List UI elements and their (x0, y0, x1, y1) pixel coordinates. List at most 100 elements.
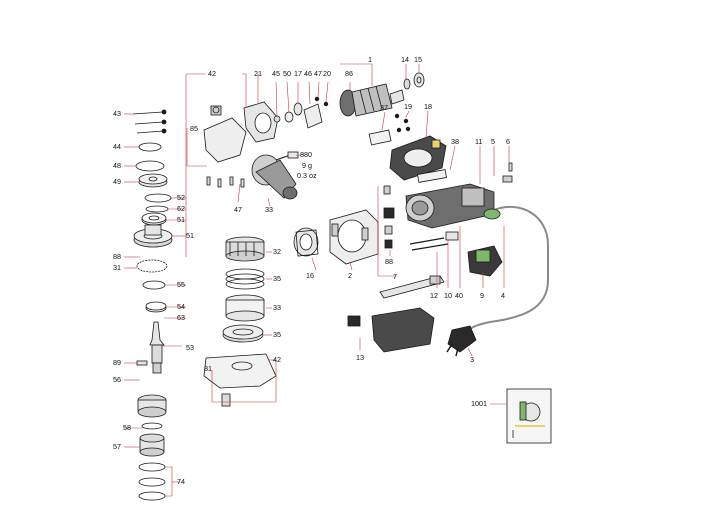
callout-43: 42 (208, 69, 216, 78)
armature-1 (339, 83, 405, 117)
bearing-flange-52 (133, 224, 173, 248)
callout-86: 88 (385, 257, 393, 266)
label-38 (417, 169, 447, 183)
callout-13: 13 (356, 353, 364, 362)
label-37 (368, 129, 392, 146)
callout-7: 7 (393, 272, 397, 281)
callout-48: 47 (314, 69, 322, 78)
flange-21 (243, 101, 279, 143)
callout-51: 50 (283, 69, 291, 78)
guard-42 (203, 353, 277, 407)
callout-60: 58 (123, 423, 131, 432)
flange-nut-51 (138, 173, 168, 188)
callout-30: 31 (113, 263, 121, 272)
callout-82: 85 (190, 124, 198, 133)
washers-74 (138, 462, 166, 501)
callout-81: 81 (204, 364, 212, 373)
callout-19: 19 (404, 102, 412, 111)
callout-40: 40 (455, 291, 463, 300)
callout-4: 4 (501, 291, 505, 300)
screws-19 (394, 113, 411, 133)
callout-18: 18 (424, 102, 432, 111)
callout-35: 35 (273, 330, 281, 339)
callout-55: 53 (186, 343, 194, 352)
callout-46: 45 (272, 69, 280, 78)
brushes-7-86 (383, 185, 395, 249)
weight-note-ounces: 0.3 oz (297, 171, 317, 180)
plug-3 (446, 325, 477, 357)
ring-62 (145, 205, 169, 213)
cable-4 (468, 205, 549, 335)
callout-63: 63 (177, 313, 185, 322)
callout-85: 86 (345, 69, 353, 78)
callout-11: 11 (475, 137, 483, 146)
leader-lines (124, 63, 510, 497)
brush-holder-18 (389, 135, 447, 181)
bearing-53 (141, 212, 167, 226)
bearings-14-15 (403, 72, 425, 90)
small-parts-46-51-17 (273, 96, 329, 129)
o-ring-45 (138, 142, 162, 152)
callout-20: 20 (323, 69, 331, 78)
callout-33: 33 (265, 205, 273, 214)
o-ring-50 (135, 160, 165, 172)
callout-5: 5 (491, 137, 495, 146)
callout-57: 55 (177, 280, 185, 289)
gear-housing-43 (203, 105, 247, 163)
callout-34: 35 (273, 274, 281, 283)
callout-50: 48 (113, 161, 121, 170)
field-coil-2 (329, 209, 379, 265)
needle-bearing-31 (225, 236, 265, 262)
wires-10-12 (409, 231, 459, 251)
housing-11 (405, 183, 495, 229)
callout-31: 32 (273, 247, 281, 256)
callout-74: 74 (177, 477, 185, 486)
handle-33 (251, 151, 299, 200)
callout-37: 37 (380, 103, 388, 112)
callout-53: 51 (177, 215, 185, 224)
callout-89: 89 (113, 358, 121, 367)
callout-21: 21 (254, 69, 262, 78)
callout-56: 54 (177, 302, 185, 311)
callout-49: 47 (234, 205, 242, 214)
bearing-56 (145, 301, 167, 313)
callout-1: 1 (368, 55, 372, 64)
callout-9: 9 (480, 291, 484, 300)
callout-51-left: 49 (113, 177, 121, 186)
fan-16 (293, 227, 319, 257)
callout-58: 56 (113, 375, 121, 384)
callout-6: 6 (506, 137, 510, 146)
callout-52: 51 (186, 231, 194, 240)
switch-rod-12 (379, 275, 445, 299)
callout-17: 17 (294, 69, 302, 78)
callout-42: 42 (273, 355, 281, 364)
screws-49 (206, 176, 245, 188)
key-89 (136, 360, 148, 366)
callout-14: 14 (401, 55, 409, 64)
callout-3: 3 (470, 355, 474, 364)
callout-44: 43 (113, 109, 121, 118)
callout-38: 38 (451, 137, 459, 146)
spindle-55 (149, 321, 165, 374)
sleeve-32 (225, 294, 265, 322)
callout-1001: 1001 (471, 399, 487, 408)
circlip-57 (142, 280, 166, 290)
circlip-54 (144, 193, 172, 203)
screws-44 (132, 109, 167, 134)
electronics-9 (467, 245, 503, 277)
detail-box-1001 (506, 388, 552, 444)
switch-5-6 (502, 162, 513, 183)
callout-32: 33 (273, 303, 281, 312)
ring-60 (141, 422, 163, 430)
callout-2: 2 (348, 271, 352, 280)
spring-34 (225, 268, 265, 290)
callout-10: 10 (444, 291, 452, 300)
callout-54: 52 (177, 193, 185, 202)
callout-16: 16 (306, 271, 314, 280)
cover-13 (347, 307, 435, 353)
callout-59: 57 (113, 442, 121, 451)
callout-88: 88 (113, 252, 121, 261)
ring-30 (136, 259, 168, 273)
